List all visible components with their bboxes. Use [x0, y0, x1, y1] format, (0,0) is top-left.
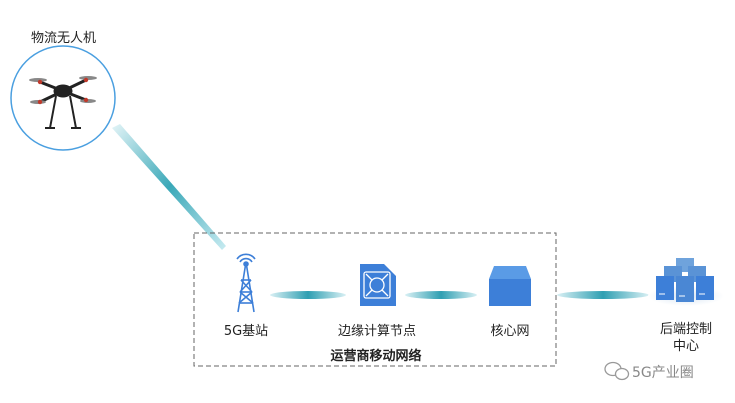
edge-node-label: 边缘计算节点 — [337, 324, 417, 339]
control-center-label-line1: 后端控制 — [659, 322, 713, 337]
control-center-label-line2: 中心 — [672, 339, 700, 354]
drone-circle — [10, 45, 116, 151]
drone-to-base-link — [112, 124, 226, 250]
wechat-icon — [604, 361, 630, 381]
base-to-edge-link — [270, 291, 346, 299]
drone-label: 物流无人机 — [31, 31, 97, 46]
base-station-icon — [236, 253, 256, 313]
edge-compute-icon — [360, 264, 396, 306]
drone-icon — [29, 76, 97, 129]
watermark-text: 5G产业圈 — [632, 365, 694, 381]
core-network-label: 核心网 — [490, 324, 530, 339]
edge-to-core-link — [405, 291, 477, 299]
operator-network-box — [193, 232, 557, 367]
control-center-icon — [648, 258, 724, 306]
core-network-icon — [489, 266, 531, 306]
drone-node — [10, 45, 116, 151]
base-station-label: 5G基站 — [223, 324, 269, 339]
core-to-control-link — [557, 291, 649, 299]
group-label: 运营商移动网络 — [330, 349, 422, 364]
